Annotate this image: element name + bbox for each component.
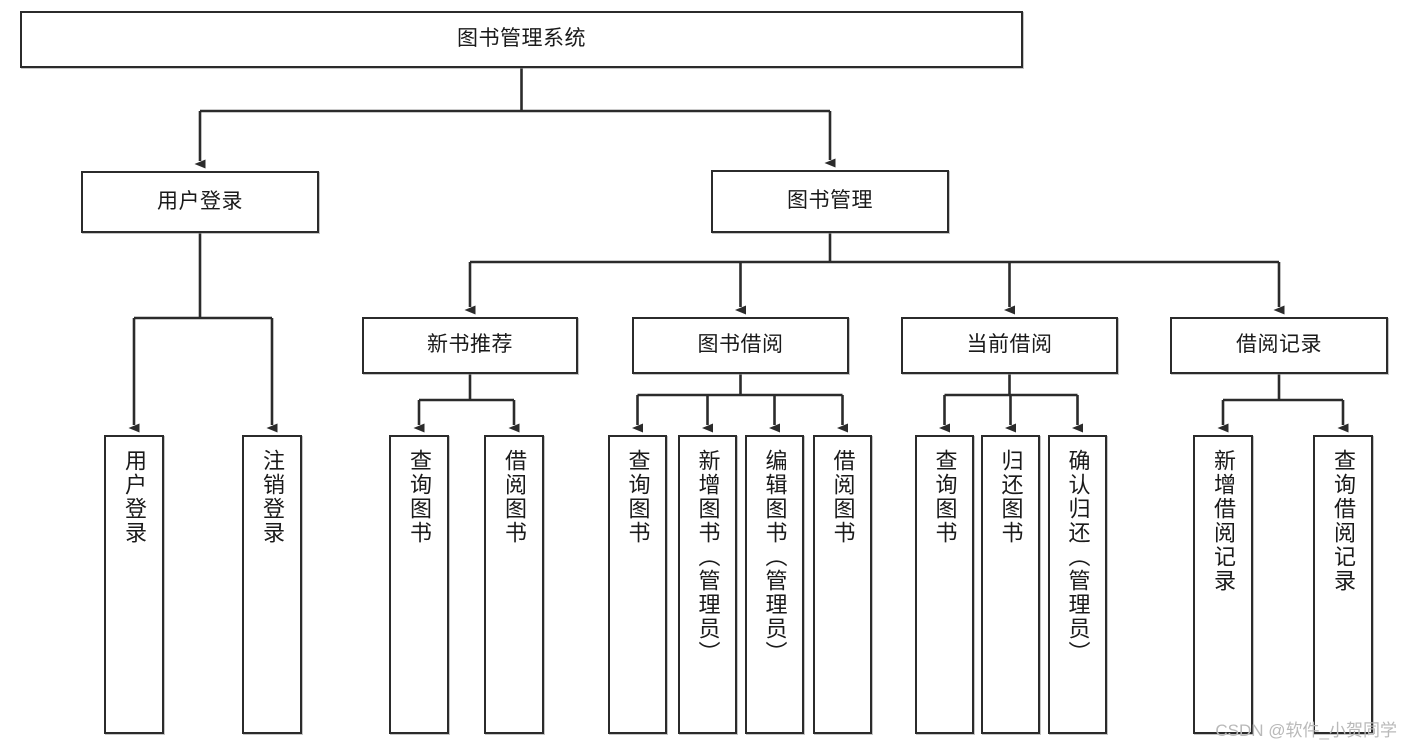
- node-label: 新增图书（管理员）: [695, 449, 721, 665]
- node-label: 确认归还（管理员）: [1065, 449, 1091, 665]
- node-leaf-cur-query[interactable]: 查询图书: [915, 435, 974, 734]
- node-label: 注销登录: [260, 449, 285, 545]
- node-label: 借阅图书: [830, 449, 856, 545]
- node-label: 查询图书: [932, 449, 958, 545]
- node-leaf-rec-query[interactable]: 查询图书: [389, 435, 449, 734]
- node-label: 图书管理: [787, 189, 873, 213]
- node-new-book-rec[interactable]: 新书推荐: [362, 317, 578, 374]
- node-leaf-cur-confirm[interactable]: 确认归还（管理员）: [1048, 435, 1107, 734]
- node-borrow-record[interactable]: 借阅记录: [1170, 317, 1388, 374]
- node-leaf-rec-add[interactable]: 新增借阅记录: [1193, 435, 1253, 734]
- node-leaf-bor-add[interactable]: 新增图书（管理员）: [678, 435, 737, 734]
- node-leaf-bor-lend[interactable]: 借阅图书: [813, 435, 872, 734]
- node-label: 归还图书: [998, 449, 1024, 545]
- node-label: 查询借阅记录: [1331, 449, 1356, 593]
- node-leaf-rec-search[interactable]: 查询借阅记录: [1313, 435, 1373, 734]
- node-root[interactable]: 图书管理系统: [20, 11, 1023, 68]
- node-current-borrow[interactable]: 当前借阅: [901, 317, 1118, 374]
- node-label: 借阅记录: [1236, 333, 1322, 357]
- node-label: 用户登录: [122, 449, 147, 545]
- node-label: 图书管理系统: [457, 27, 586, 51]
- node-leaf-user-logout[interactable]: 注销登录: [242, 435, 302, 734]
- node-label: 查询图书: [625, 449, 651, 545]
- node-book-borrow[interactable]: 图书借阅: [632, 317, 849, 374]
- node-leaf-rec-borrow[interactable]: 借阅图书: [484, 435, 544, 734]
- node-label: 当前借阅: [966, 333, 1053, 357]
- node-label: 查询图书: [407, 449, 432, 545]
- node-label: 编辑图书（管理员）: [762, 449, 788, 665]
- node-leaf-bor-edit[interactable]: 编辑图书（管理员）: [745, 435, 804, 734]
- node-leaf-cur-return[interactable]: 归还图书: [981, 435, 1040, 734]
- node-leaf-bor-query[interactable]: 查询图书: [608, 435, 667, 734]
- node-book-manage[interactable]: 图书管理: [711, 170, 949, 233]
- node-user-login[interactable]: 用户登录: [81, 171, 319, 233]
- node-label: 图书借阅: [697, 333, 784, 357]
- node-leaf-user-login[interactable]: 用户登录: [104, 435, 164, 734]
- node-label: 用户登录: [157, 189, 243, 213]
- node-label: 新书推荐: [427, 333, 513, 357]
- node-label: 新增借阅记录: [1211, 449, 1236, 593]
- watermark: CSDN @软件_小贺同学: [1215, 721, 1397, 740]
- node-label: 借阅图书: [502, 449, 527, 545]
